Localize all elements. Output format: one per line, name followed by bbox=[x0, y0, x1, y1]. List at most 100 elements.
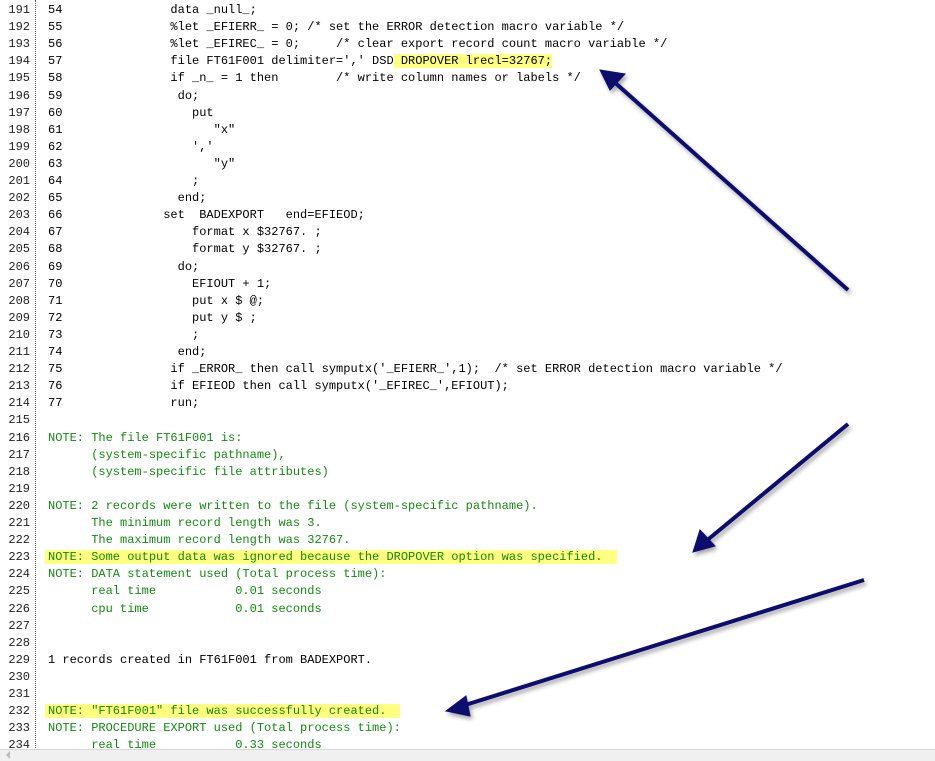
log-line: 231 bbox=[0, 686, 935, 703]
line-number: 230 bbox=[8, 669, 30, 684]
line-number: 226 bbox=[8, 601, 30, 616]
log-line-text: 68 format y $32767. ; bbox=[48, 241, 322, 258]
log-text: 67 format x $32767. ; bbox=[48, 225, 322, 240]
log-line: 229 1 records created in FT61F001 from BA… bbox=[0, 652, 935, 669]
log-text: 59 do; bbox=[48, 88, 200, 103]
line-number: 201 bbox=[8, 174, 30, 188]
log-line: 234 real time 0.33 seconds bbox=[0, 737, 935, 750]
log-text: 69 do; bbox=[48, 259, 200, 274]
log-line-text: 59 do; bbox=[48, 88, 199, 105]
log-text: 1 records created in FT61F001 from BADEX… bbox=[48, 652, 373, 667]
line-number: 202 bbox=[8, 191, 30, 206]
log-text: (system-specific file attributes) bbox=[48, 464, 329, 479]
line-number: 207 bbox=[8, 276, 30, 291]
line-number: 193 bbox=[8, 37, 30, 52]
log-text: real time 0.33 seconds bbox=[48, 738, 322, 750]
log-line-text: 75 if _ERROR_ then call symputx('_EFIERR… bbox=[48, 361, 783, 378]
log-text: NOTE: PROCEDURE EXPORT used (Total proce… bbox=[48, 721, 401, 736]
log-line-text: (system-specific pathname), bbox=[48, 447, 286, 464]
log-line-text: NOTE: 2 records were written to the file… bbox=[48, 498, 538, 515]
highlighted-text: DROPOVER lrecl=32767; bbox=[393, 54, 553, 69]
line-number: 220 bbox=[8, 498, 30, 513]
line-number: 215 bbox=[8, 413, 30, 428]
log-line-text: 64 ; bbox=[48, 173, 199, 190]
scroll-left-icon[interactable] bbox=[6, 751, 10, 759]
line-number: 196 bbox=[8, 88, 30, 103]
log-line: 193 56 %let _EFIREC_ = 0; /* clear export… bbox=[0, 36, 935, 53]
log-line: 227 bbox=[0, 618, 935, 635]
log-text: real time 0.01 seconds bbox=[48, 584, 322, 599]
log-line: 218 (system-specific file attributes) bbox=[0, 464, 935, 481]
log-text: 64 ; bbox=[48, 174, 200, 188]
line-number: 195 bbox=[8, 71, 30, 86]
log-line-text: 65 end; bbox=[48, 190, 206, 207]
line-number: 206 bbox=[8, 259, 30, 274]
log-text: 70 EFIOUT + 1; bbox=[48, 276, 272, 291]
log-line: 205 68 format y $32767. ; bbox=[0, 241, 935, 258]
log-line-text: 1 records created in FT61F001 from BADEX… bbox=[48, 652, 372, 669]
log-line: 209 72 put y $ ; bbox=[0, 310, 935, 327]
log-text: 66 set BADEXPORT end=EFIEOD; bbox=[48, 208, 365, 223]
log-text: NOTE: The file FT61F001 is: bbox=[48, 430, 243, 445]
horizontal-scrollbar[interactable] bbox=[0, 749, 935, 761]
log-text: 65 end; bbox=[48, 191, 207, 206]
log-line: 228 bbox=[0, 635, 935, 652]
log-line-text: 67 format x $32767. ; bbox=[48, 224, 322, 241]
line-number: 227 bbox=[8, 618, 30, 633]
log-text: 75 if _ERROR_ then call symputx('_EFIERR… bbox=[48, 362, 783, 377]
log-line: 206 69 do; bbox=[0, 259, 935, 276]
log-text: 61 "x" bbox=[48, 122, 236, 137]
log-text: (system-specific pathname), bbox=[48, 447, 286, 462]
log-line-text: 60 put bbox=[48, 105, 214, 122]
line-number: 209 bbox=[8, 310, 30, 325]
log-line: 230 bbox=[0, 669, 935, 686]
line-number: 204 bbox=[8, 225, 30, 240]
log-line-text: 73 ; bbox=[48, 327, 199, 344]
line-number: 218 bbox=[8, 464, 30, 479]
log-line-text: NOTE: The file FT61F001 is: bbox=[48, 430, 242, 447]
line-number: 234 bbox=[8, 738, 30, 750]
log-line-text: cpu time 0.01 seconds bbox=[48, 601, 321, 618]
log-text: 62 ',' bbox=[48, 139, 214, 154]
log-line-text: real time 0.33 seconds bbox=[48, 737, 322, 750]
log-line-text: 77 run; bbox=[48, 395, 199, 412]
log-line-text: 61 "x" bbox=[48, 122, 235, 139]
log-line: 207 70 EFIOUT + 1; bbox=[0, 276, 935, 293]
log-line-text: 58 if _n_ = 1 then /* write column names… bbox=[48, 70, 581, 87]
log-text: 56 %let _EFIREC_ = 0; /* clear export re… bbox=[48, 37, 668, 52]
line-number: 203 bbox=[8, 208, 30, 223]
log-line-text: 56 %let _EFIREC_ = 0; /* clear export re… bbox=[48, 36, 667, 53]
log-line: 203 66 set BADEXPORT end=EFIEOD; bbox=[0, 207, 935, 224]
log-line-text: 71 put x $ @; bbox=[48, 293, 264, 310]
log-line-text: 70 EFIOUT + 1; bbox=[48, 276, 271, 293]
log-line: 220 NOTE: 2 records were written to the f… bbox=[0, 498, 935, 515]
line-number: 221 bbox=[8, 516, 30, 530]
log-line: 195 58 if _n_ = 1 then /* write column na… bbox=[0, 70, 935, 87]
log-line-text: 74 end; bbox=[48, 344, 206, 361]
line-number: 225 bbox=[8, 584, 30, 599]
log-line-text: 72 put y $ ; bbox=[48, 310, 257, 327]
log-line: 225 real time 0.01 seconds bbox=[0, 583, 935, 600]
log-line-text: 62 ',' bbox=[48, 139, 214, 156]
log-line-text: 63 "y" bbox=[48, 156, 235, 173]
line-number: 229 bbox=[8, 652, 30, 667]
log-line: 196 59 do; bbox=[0, 88, 935, 105]
log-line-text: NOTE: PROCEDURE EXPORT used (Total proce… bbox=[48, 720, 401, 737]
line-number-divider bbox=[35, 0, 36, 750]
log-line-text: (system-specific file attributes) bbox=[48, 464, 329, 481]
line-number: 205 bbox=[8, 242, 30, 257]
line-number: 216 bbox=[8, 430, 30, 445]
log-line-text: 69 do; bbox=[48, 259, 199, 276]
log-line: 222 The maximum record length was 32767. bbox=[0, 532, 935, 549]
line-number: 199 bbox=[8, 139, 30, 154]
